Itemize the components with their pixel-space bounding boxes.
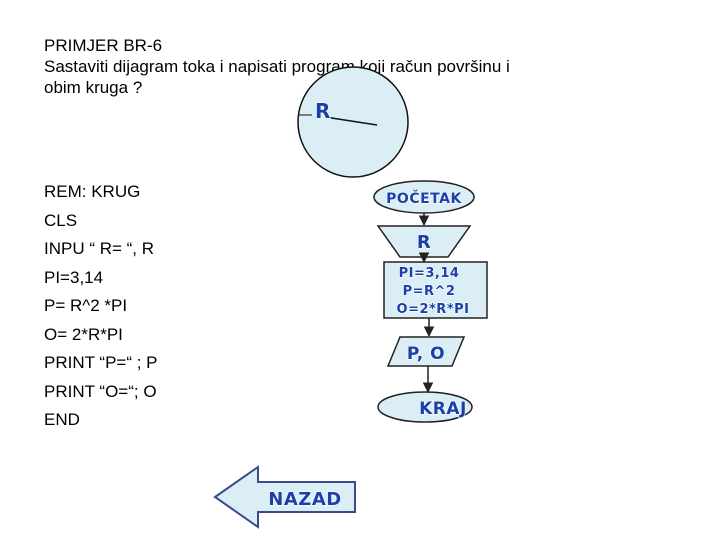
task-text-line1: Sastaviti dijagram toka i napisati progr… (44, 57, 510, 76)
circle-illustration: R (297, 66, 409, 178)
output-label: P, O (407, 344, 445, 364)
code-line: END (44, 410, 80, 429)
code-line: CLS (44, 210, 78, 230)
code-line: PRINT “P=“ ; P (44, 353, 158, 372)
code-line: O= 2*R*PI (44, 324, 123, 344)
end-terminal (377, 391, 473, 423)
back-arrow-shape[interactable] (213, 465, 356, 529)
back-button-label: NAZAD (268, 489, 341, 510)
task-text-line2: obim kruga ? (44, 78, 143, 97)
end-label: KRAJ (419, 399, 467, 419)
radius-line (324, 116, 378, 126)
code-line: PI=3,14 (44, 267, 104, 287)
input-parallelogram (376, 225, 472, 258)
code-line: INPU “ R= “, R (44, 239, 155, 258)
start-label: POČETAK (386, 189, 462, 207)
flowchart: POČETAK R PI=3,14 P=R^2 O=2*R*PI P, O KR… (373, 180, 488, 423)
process-line-perimeter: O=2*R*PI (397, 302, 470, 317)
output-parallelogram (386, 336, 466, 367)
radius-label: R (315, 99, 331, 123)
code-line: REM: KRUG (44, 182, 141, 201)
process-line-pi: PI=3,14 (399, 266, 460, 281)
input-label: R (417, 232, 431, 253)
process-box (383, 261, 488, 319)
process-line-area: P=R^2 (403, 284, 456, 299)
back-button[interactable]: NAZAD (213, 465, 356, 529)
code-line: P= R^2 *PI (44, 296, 128, 315)
title-heading: PRIMJER BR-6 (44, 36, 163, 55)
code-line: PRINT “O=“; O (44, 381, 157, 401)
title-block: PRIMJER BR-6 Sastaviti dijagram toka i n… (44, 35, 684, 98)
program-listing: REM: KRUG CLS INPU “ R= “, R PI=3,14 P= … (44, 178, 158, 435)
